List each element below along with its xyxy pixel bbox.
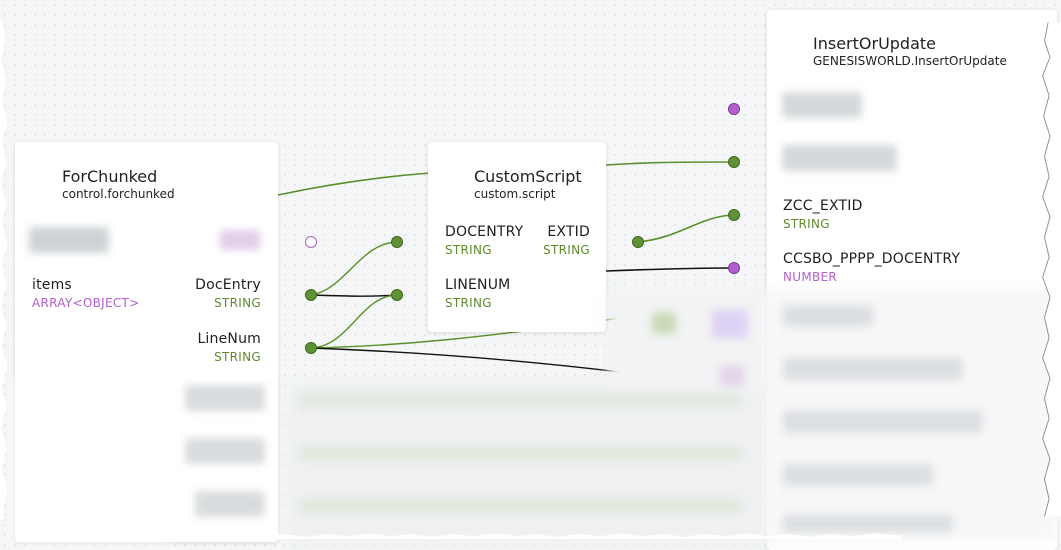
blurred-field bbox=[782, 145, 897, 171]
port-connected-icon[interactable] bbox=[391, 289, 403, 301]
port-connected-icon[interactable] bbox=[305, 342, 317, 354]
input-docentry: DOCENTRY bbox=[445, 224, 524, 240]
node-subtitle: custom.script bbox=[474, 187, 556, 201]
blurred-field bbox=[185, 438, 265, 464]
port-connected-icon[interactable] bbox=[305, 289, 317, 301]
blurred-port bbox=[652, 312, 676, 334]
blurred-field bbox=[29, 227, 109, 253]
customscript-node[interactable]: CustomScript custom.script DOCENTRY STRI… bbox=[428, 142, 606, 332]
blurred-field bbox=[783, 515, 953, 533]
blurred-region bbox=[608, 290, 768, 390]
wire-linenum-black[interactable] bbox=[310, 347, 621, 373]
blurred-field bbox=[783, 411, 983, 433]
field-docentry-type: STRING bbox=[214, 296, 261, 310]
wire-docentry-to-upper-port[interactable] bbox=[310, 241, 398, 296]
blurred-region bbox=[288, 384, 768, 544]
field-docentry: DocEntry bbox=[195, 277, 261, 293]
field-items-type: ARRAY<OBJECT> bbox=[32, 296, 140, 310]
output-extid: EXTID bbox=[547, 224, 590, 240]
port-number-icon[interactable] bbox=[728, 103, 740, 115]
blurred-field bbox=[185, 385, 265, 411]
input-linenum-type: STRING bbox=[445, 296, 492, 310]
port-connected-icon[interactable] bbox=[391, 236, 403, 248]
field-ccsbo-docentry-type: NUMBER bbox=[783, 270, 838, 284]
node-subtitle: control.forchunked bbox=[62, 187, 175, 201]
port-empty-icon[interactable] bbox=[305, 236, 317, 248]
node-title: InsertOrUpdate bbox=[813, 34, 937, 53]
blurred-field bbox=[783, 305, 873, 327]
wire-docentry-to-docentry-in[interactable] bbox=[310, 294, 398, 297]
blurred-port bbox=[712, 310, 748, 338]
port-number-icon[interactable] bbox=[728, 262, 740, 274]
blurred-field bbox=[782, 92, 862, 118]
field-linenum: LineNum bbox=[197, 331, 261, 347]
blurred-field bbox=[195, 491, 265, 517]
node-subtitle: GENESISWORLD.InsertOrUpdate bbox=[813, 54, 1007, 68]
field-linenum-type: STRING bbox=[214, 350, 261, 364]
blurred-row bbox=[300, 446, 740, 460]
port-connected-icon[interactable] bbox=[632, 236, 644, 248]
torn-edge-left bbox=[0, 19, 8, 520]
blurred-port bbox=[720, 366, 744, 386]
blurred-type bbox=[220, 230, 260, 250]
output-extid-type: STRING bbox=[543, 243, 590, 257]
input-docentry-type: STRING bbox=[445, 243, 492, 257]
wire-customscript-to-insert-top[interactable] bbox=[605, 161, 735, 166]
blurred-field bbox=[783, 464, 933, 486]
node-title: ForChunked bbox=[62, 167, 158, 186]
port-connected-icon[interactable] bbox=[728, 209, 740, 221]
field-items: items bbox=[32, 277, 72, 293]
wire-extid-to-zcc-extid[interactable] bbox=[637, 214, 735, 243]
wire-linenum-to-linenum-in[interactable] bbox=[310, 294, 398, 349]
port-connected-icon[interactable] bbox=[728, 156, 740, 168]
blurred-row bbox=[300, 393, 740, 407]
blurred-region bbox=[15, 380, 175, 540]
torn-edge-right bbox=[1042, 22, 1061, 517]
node-title: CustomScript bbox=[474, 167, 582, 186]
blurred-field bbox=[783, 358, 963, 380]
wire-forchunked-to-customscript[interactable] bbox=[277, 172, 431, 196]
wire-to-docentry-number[interactable] bbox=[605, 267, 735, 272]
torn-edge-bottom bbox=[159, 533, 902, 539]
input-linenum: LINENUM bbox=[445, 277, 511, 293]
blurred-row bbox=[300, 499, 740, 513]
field-ccsbo-docentry: CCSBO_PPPP_DOCENTRY bbox=[783, 251, 961, 267]
field-zcc-extid-type: STRING bbox=[783, 217, 830, 231]
field-zcc-extid: ZCC_EXTID bbox=[783, 198, 863, 214]
